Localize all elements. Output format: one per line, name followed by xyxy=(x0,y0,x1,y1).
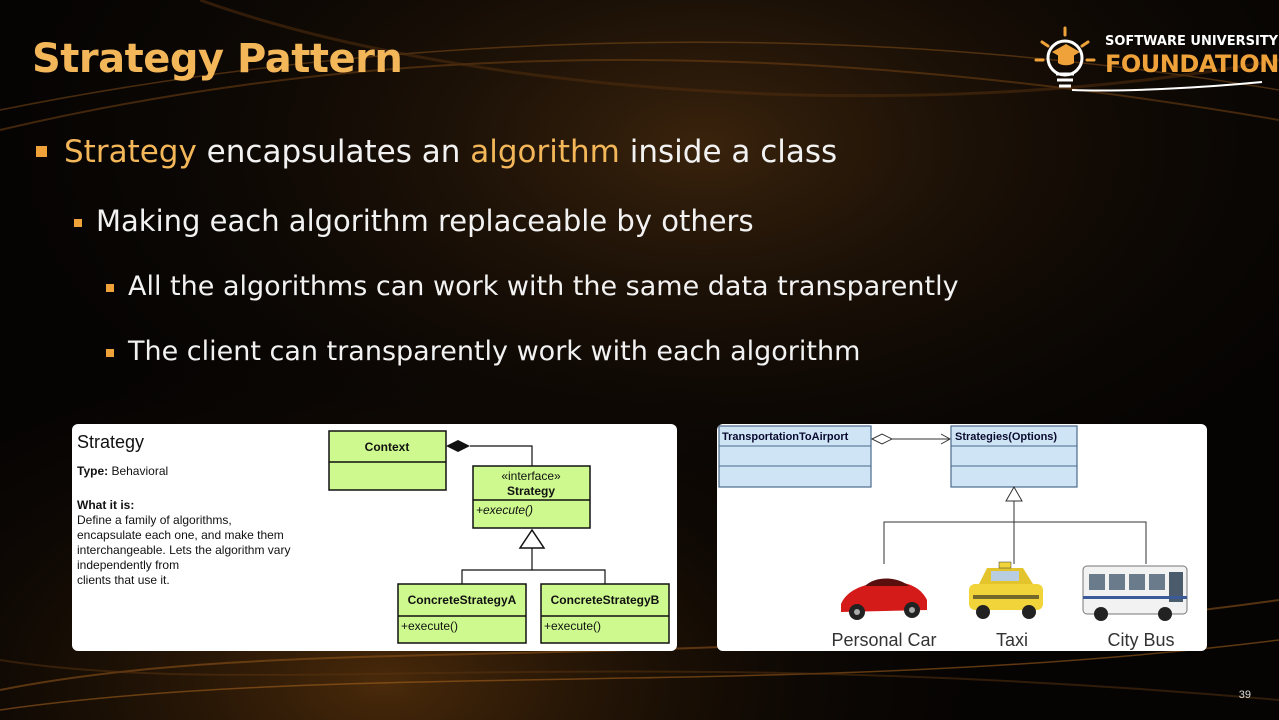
inheritance-lines xyxy=(461,548,533,584)
inheritance-lines xyxy=(532,569,606,584)
inheritance-lines xyxy=(883,521,1147,564)
bullet-marker xyxy=(74,219,82,227)
aggregation-diamond xyxy=(870,433,894,445)
transportation-class-name: TransportationToAirport xyxy=(722,431,849,443)
slide-title: Strategy Pattern xyxy=(32,36,403,82)
logo-underline xyxy=(1071,81,1263,92)
interface-stereotype: «interface» xyxy=(501,469,561,483)
transportation-diagram: TransportationToAirport Strategies(Optio… xyxy=(718,425,1188,650)
taxi-image xyxy=(969,561,1043,619)
context-class-box: Context xyxy=(328,430,447,491)
logo-line-1: SOFTWARE UNIVERSITY xyxy=(1105,34,1279,49)
interface-method: +execute() xyxy=(476,503,533,517)
logo-line-2: FOUNDATION xyxy=(1105,50,1279,78)
bullet-sub-3-text: The client can transparently work with e… xyxy=(128,336,861,367)
transportation-example-panel: TransportationToAirport Strategies(Optio… xyxy=(717,424,1207,651)
uml-desc-line: encapsulate each one, and make them xyxy=(77,528,284,542)
bullet-marker xyxy=(106,284,114,292)
uml-heading: Strategy xyxy=(77,432,145,452)
page-number: 39 xyxy=(1238,689,1251,701)
vehicle-label-taxi: Taxi xyxy=(996,630,1028,650)
city-bus-image xyxy=(1082,565,1188,621)
bullet-main-segment: inside a class xyxy=(619,134,838,170)
bullet-marker xyxy=(36,146,47,157)
bullet-sub-3: The client can transparently work with e… xyxy=(106,336,860,367)
uml-type: Type: Behavioral xyxy=(77,464,168,478)
strategies-class-box: Strategies(Options) xyxy=(950,425,1078,488)
uml-strategy-panel: Strategy Type: Behavioral What it is: De… xyxy=(72,424,677,651)
uml-what-label: What it is: xyxy=(77,498,135,512)
vehicle-label-city-bus: City Bus xyxy=(1107,630,1174,650)
uml-desc-line: Define a family of algorithms, xyxy=(77,513,232,527)
bullet-main-text: Strategy encapsulates an algorithm insid… xyxy=(64,134,837,170)
bullet-sub-2: All the algorithms can work with the sam… xyxy=(106,271,959,302)
bullet-main-segment: encapsulates an xyxy=(196,134,471,170)
inheritance-triangle xyxy=(518,528,546,549)
bullet-sub-1: Making each algorithm replaceable by oth… xyxy=(74,204,754,238)
uml-type-value: Behavioral xyxy=(108,464,169,478)
uml-description: Define a family of algorithms, encapsula… xyxy=(77,513,317,588)
highlight-algorithm: algorithm xyxy=(470,134,620,170)
strategies-class-name: Strategies(Options) xyxy=(955,431,1057,443)
concrete-strategy-b-box: ConcreteStrategyB +execute() xyxy=(540,583,670,644)
bullet-sub-2-text: All the algorithms can work with the sam… xyxy=(128,271,959,302)
composition-line xyxy=(470,445,533,466)
lightbulb-graduation-cap-icon xyxy=(1034,26,1096,88)
concrete-strategy-a-box: ConcreteStrategyA +execute() xyxy=(397,583,527,644)
composition-diamond xyxy=(446,440,470,452)
concrete-a-name: ConcreteStrategyA xyxy=(408,593,517,607)
software-university-logo: SOFTWARE UNIVERSITY FOUNDATION xyxy=(1030,20,1279,100)
strategy-interface-box: «interface» Strategy +execute() xyxy=(472,465,591,529)
highlight-strategy: Strategy xyxy=(64,134,197,170)
vehicle-label-personal-car: Personal Car xyxy=(831,630,936,650)
uml-type-label: Type: xyxy=(77,464,109,478)
context-class-name: Context xyxy=(365,440,410,454)
personal-car-image xyxy=(841,578,927,620)
bullet-main: Strategy encapsulates an algorithm insid… xyxy=(36,134,837,170)
bullet-sub-1-text: Making each algorithm replaceable by oth… xyxy=(96,204,754,238)
concrete-b-name: ConcreteStrategyB xyxy=(551,593,660,607)
aggregation-arrowhead xyxy=(940,433,952,445)
concrete-b-method: +execute() xyxy=(544,619,601,633)
transportation-class-box: TransportationToAirport xyxy=(718,425,872,488)
interface-name: Strategy xyxy=(507,484,555,498)
uml-desc-line: interchangeable. Lets the algorithm vary xyxy=(77,543,291,557)
bullet-marker xyxy=(106,349,114,357)
inheritance-triangle xyxy=(1005,485,1023,502)
uml-desc-line: clients that use it. xyxy=(77,573,170,587)
uml-desc-line: independently from xyxy=(77,558,180,572)
uml-class-diagram: Context «interface» Strategy +execute() … xyxy=(328,430,670,644)
concrete-a-method: +execute() xyxy=(401,619,458,633)
